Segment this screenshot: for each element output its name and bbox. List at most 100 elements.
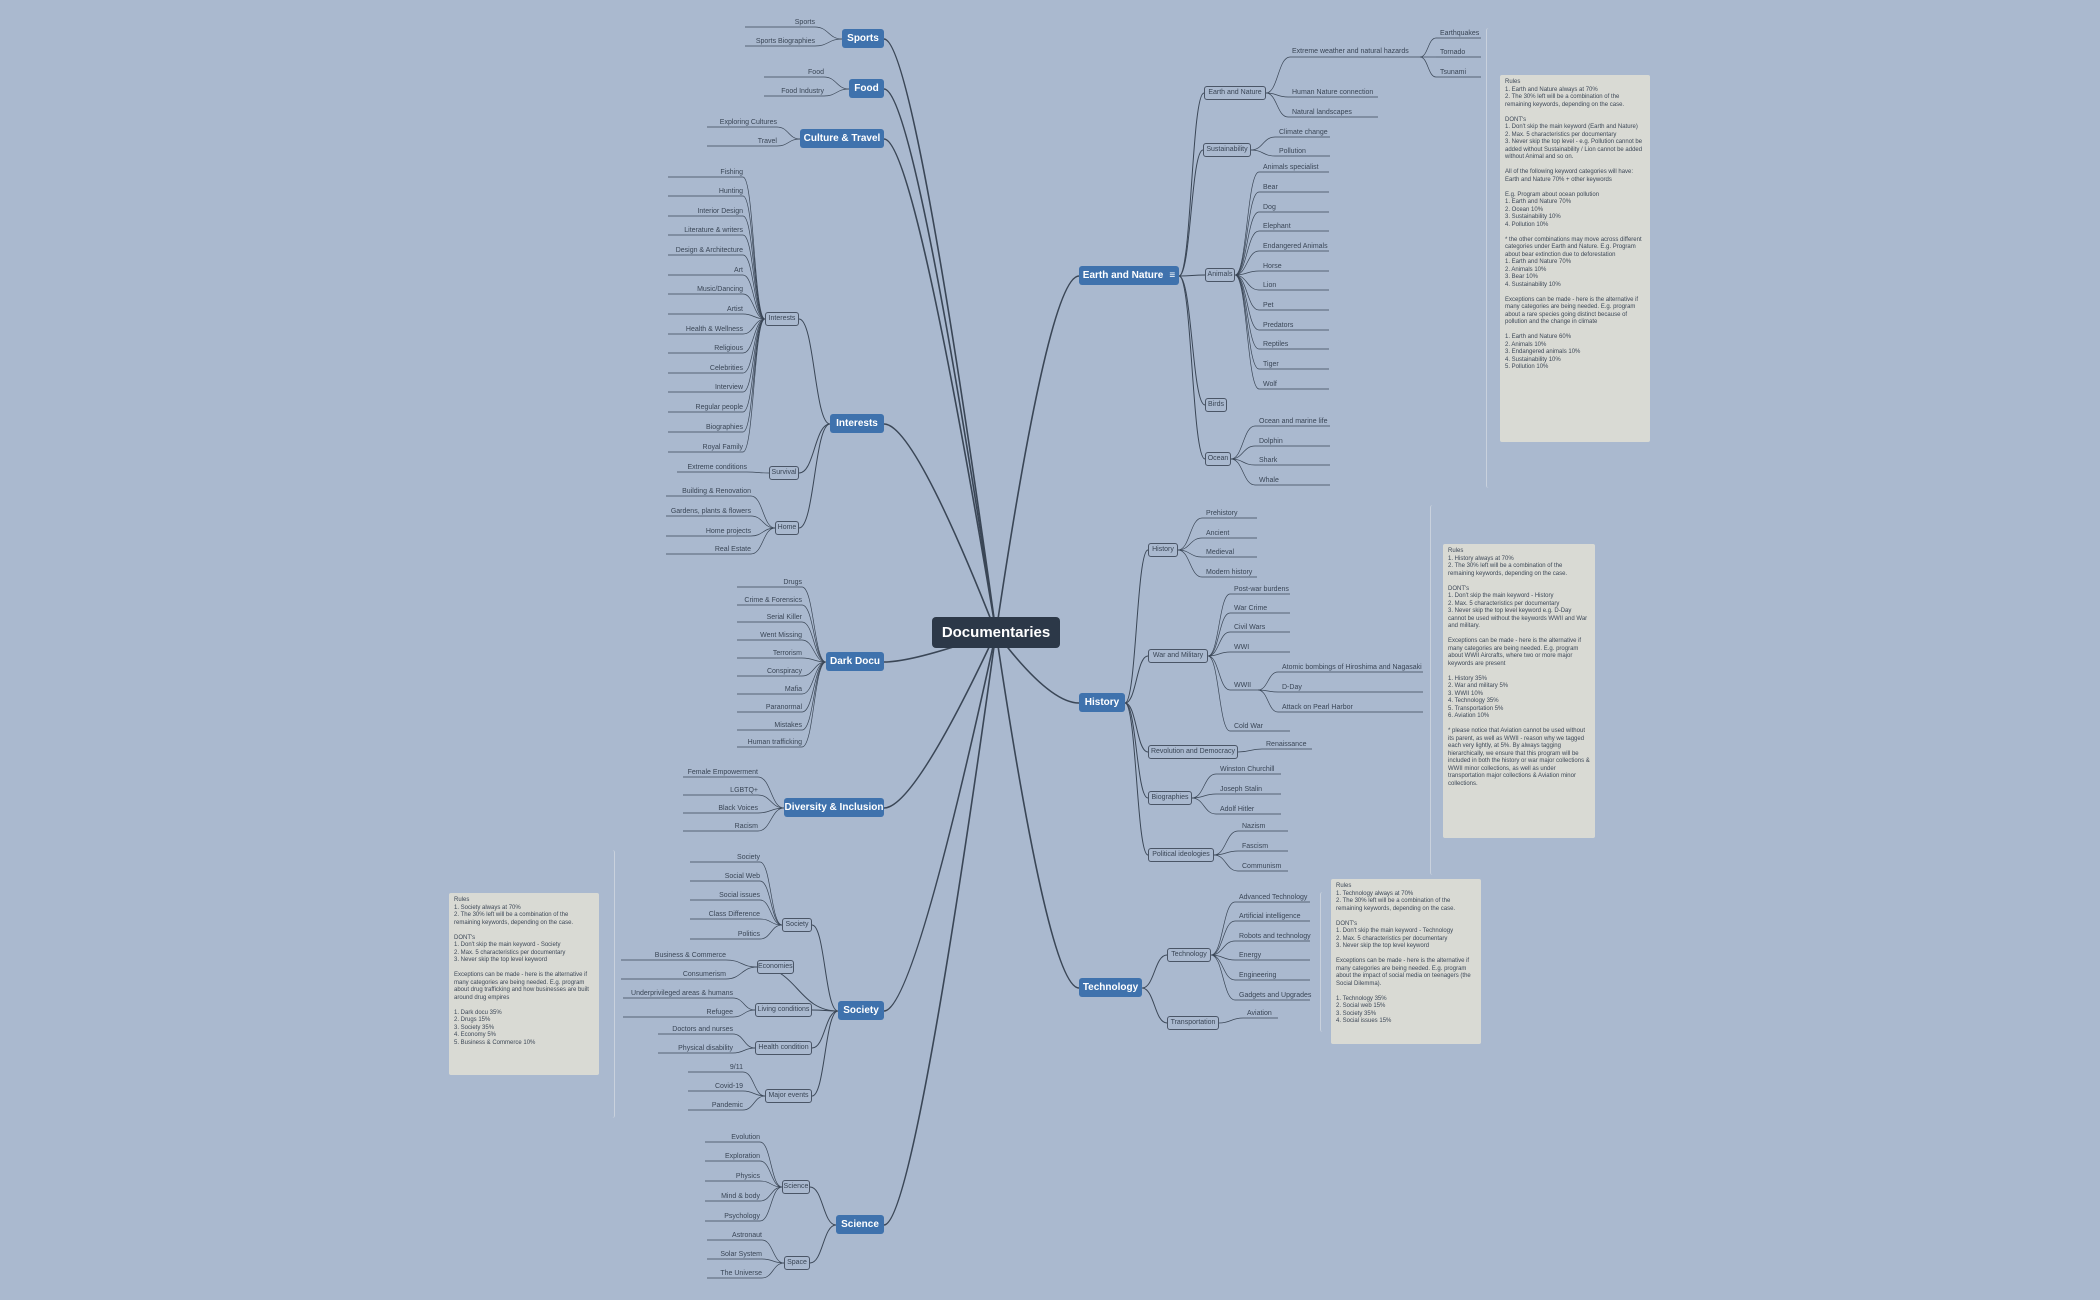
leaf-wwii[interactable]: D-Day	[1282, 684, 1302, 691]
leaf-food[interactable]: Food Industry	[781, 88, 824, 95]
subtopic-ocean[interactable]: Ocean	[1205, 452, 1231, 466]
leaf-dark[interactable]: Mafia	[784, 686, 802, 693]
subtopic-society[interactable]: Society	[782, 918, 812, 932]
main-topic-science[interactable]: Science	[836, 1215, 884, 1234]
leaf-wwii[interactable]: Atomic bombings of Hiroshima and Nagasak…	[1282, 664, 1422, 671]
leaf-animals[interactable]: Animals specialist	[1263, 164, 1319, 171]
main-topic-diversity[interactable]: Diversity & Inclusion	[784, 798, 884, 817]
root-topic[interactable]: Documentaries	[932, 617, 1060, 648]
subtopic-survival[interactable]: Survival	[769, 466, 799, 480]
leaf-sustainability[interactable]: Pollution	[1279, 148, 1306, 155]
leaf-history[interactable]: Modern history	[1206, 569, 1253, 576]
leaf-home[interactable]: Building & Renovation	[682, 488, 751, 495]
leaf-extreme_weather[interactable]: Earthquakes	[1440, 30, 1480, 37]
leaf-economies[interactable]: Business & Commerce	[654, 952, 726, 959]
leaf-animals[interactable]: Pet	[1263, 302, 1274, 309]
subtopic-major-events[interactable]: Major events	[765, 1089, 812, 1103]
subtopic-economies[interactable]: Economies	[757, 960, 794, 974]
leaf-technology[interactable]: Engineering	[1239, 972, 1277, 979]
leaf-interests[interactable]: Health & Wellness	[685, 326, 743, 333]
leaf-technology[interactable]: Energy	[1239, 952, 1262, 959]
leaf-biographies[interactable]: Winston Churchill	[1220, 766, 1275, 773]
menu-lines-icon[interactable]: ≡	[1169, 270, 1176, 281]
subtopic-biographies[interactable]: Biographies	[1148, 791, 1192, 805]
leaf-space[interactable]: The Universe	[720, 1270, 762, 1277]
leaf-war[interactable]: War Crime	[1234, 605, 1268, 612]
leaf-sustainability[interactable]: Climate change	[1279, 129, 1328, 136]
leaf-interests[interactable]: Biographies	[706, 424, 743, 431]
subtopic-transportation[interactable]: Transportation	[1167, 1016, 1219, 1030]
leaf-food[interactable]: Food	[808, 69, 824, 76]
leaf-technology[interactable]: Robots and technology	[1239, 933, 1311, 940]
leaf-biographies[interactable]: Joseph Stalin	[1220, 786, 1263, 793]
leaf-earth_nature[interactable]: Natural landscapes	[1292, 109, 1352, 116]
leaf-wwii[interactable]: Attack on Pearl Harbor	[1282, 704, 1353, 711]
leaf-diversity[interactable]: Racism	[734, 823, 758, 830]
leaf-home[interactable]: Gardens, plants & flowers	[670, 508, 751, 515]
leaf-political[interactable]: Communism	[1242, 863, 1282, 870]
leaf-major[interactable]: 9/11	[729, 1064, 743, 1071]
leaf-dark[interactable]: Human trafficking	[747, 739, 802, 746]
subtopic-interests[interactable]: Interests	[765, 312, 799, 326]
leaf-ocean[interactable]: Ocean and marine life	[1259, 418, 1328, 425]
subtopic-science[interactable]: Science	[782, 1180, 810, 1194]
leaf-dark[interactable]: Paranormal	[765, 704, 802, 711]
leaf-interests[interactable]: Celebrities	[709, 365, 743, 372]
main-topic-sports[interactable]: Sports	[842, 29, 884, 48]
leaf-history[interactable]: Prehistory	[1206, 510, 1238, 517]
leaf-dark[interactable]: Went Missing	[760, 632, 802, 639]
leaf-animals[interactable]: Wolf	[1263, 381, 1277, 388]
leaf-major[interactable]: Covid-19	[714, 1083, 743, 1090]
leaf-history[interactable]: Ancient	[1206, 530, 1230, 537]
leaf-economies[interactable]: Consumerism	[682, 971, 726, 978]
leaf-science[interactable]: Physics	[735, 1173, 760, 1180]
leaf-interests[interactable]: Regular people	[695, 404, 743, 411]
leaf-interests[interactable]: Royal Family	[702, 444, 743, 451]
leaf-interests[interactable]: Religious	[714, 345, 743, 352]
leaf-sports[interactable]: Sports Biographies	[755, 38, 815, 45]
leaf-interests[interactable]: Music/Dancing	[697, 286, 743, 293]
leaf-animals[interactable]: Tiger	[1263, 361, 1279, 368]
subtopic-home[interactable]: Home	[775, 521, 799, 535]
main-topic-dark[interactable]: Dark Docu	[826, 652, 884, 671]
subtopic-birds[interactable]: Birds	[1205, 398, 1227, 412]
subtopic-animals[interactable]: Animals	[1205, 268, 1235, 282]
leaf-home[interactable]: Real Estate	[714, 546, 751, 553]
leaf-society[interactable]: Social Web	[724, 873, 760, 880]
leaf-science[interactable]: Exploration	[724, 1153, 760, 1160]
leaf-health[interactable]: Physical disability	[678, 1045, 733, 1052]
leaf-extreme_weather[interactable]: Tornado	[1440, 49, 1466, 56]
leaf-diversity[interactable]: Female Empowerment	[687, 769, 758, 776]
leaf-society[interactable]: Society	[737, 854, 760, 861]
leaf-interests[interactable]: Interview	[714, 384, 743, 391]
leaf-dark[interactable]: Drugs	[783, 579, 802, 586]
leaf-survival[interactable]: Extreme conditions	[687, 464, 747, 471]
leaf-interests[interactable]: Art	[734, 267, 743, 274]
leaf-dark[interactable]: Conspiracy	[766, 668, 802, 675]
main-topic-culture[interactable]: Culture & Travel	[800, 129, 884, 148]
leaf-animals[interactable]: Horse	[1263, 263, 1282, 270]
leaf-war[interactable]: Cold War	[1234, 723, 1263, 730]
leaf-animals[interactable]: Lion	[1263, 282, 1277, 289]
leaf-interests[interactable]: Interior Design	[697, 208, 743, 215]
leaf-animals[interactable]: Elephant	[1263, 223, 1291, 230]
leaf-war[interactable]: Post-war burdens	[1234, 586, 1289, 593]
leaf-animals[interactable]: Endangered Animals	[1263, 243, 1328, 250]
leaf-home[interactable]: Home projects	[705, 528, 751, 535]
leaf-animals[interactable]: Bear	[1263, 184, 1278, 191]
main-topic-history[interactable]: History	[1079, 693, 1125, 712]
leaf-interests[interactable]: Artist	[727, 306, 743, 313]
leaf-dark[interactable]: Terrorism	[772, 650, 802, 657]
subtopic-revolution-and-democracy[interactable]: Revolution and Democracy	[1148, 745, 1238, 759]
leaf-biographies[interactable]: Adolf Hitler	[1220, 806, 1255, 813]
leaf-dark[interactable]: Crime & Forensics	[744, 597, 802, 604]
leaf-society[interactable]: Social issues	[719, 892, 760, 899]
leaf-culture[interactable]: Travel	[757, 138, 777, 145]
main-topic-interests[interactable]: Interests	[830, 414, 884, 433]
leaf-history[interactable]: Medieval	[1206, 549, 1235, 556]
leaf-technology[interactable]: Artificial intelligence	[1239, 913, 1301, 920]
subtopic-history[interactable]: History	[1148, 543, 1178, 557]
leaf-society[interactable]: Politics	[737, 931, 760, 938]
main-topic-technology[interactable]: Technology	[1079, 978, 1142, 997]
